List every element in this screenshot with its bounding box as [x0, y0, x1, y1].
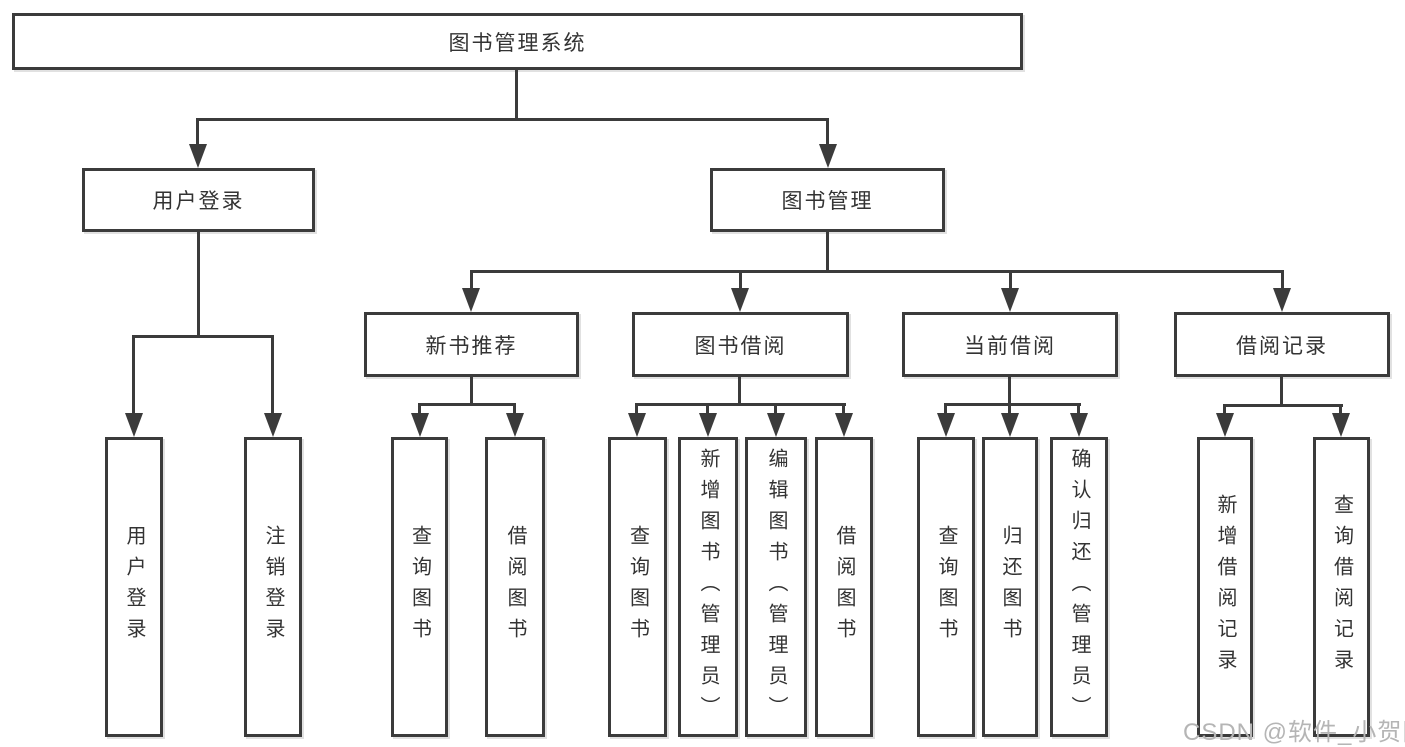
- node-leaf-query-borrow-record-label: 查询借阅记录: [1330, 494, 1353, 680]
- arrow-down-icon: [264, 413, 282, 437]
- node-leaf-add-books-admin-label: 新增图书（管理员）: [697, 447, 719, 727]
- node-leaf-add-books-admin: 新增图书（管理员）: [678, 437, 738, 737]
- node-leaf-borrow-books-2-label: 借阅图书: [833, 525, 855, 649]
- node-leaf-borrow-books-1-label: 借阅图书: [504, 525, 526, 649]
- arrow-down-icon: [731, 288, 749, 312]
- node-leaf-borrow-books-1: 借阅图书: [485, 437, 545, 737]
- connector-user-login-drop-line: [196, 118, 199, 148]
- node-user-login-label: 用户登录: [152, 190, 245, 213]
- connector-g4-stem-line: [1280, 377, 1283, 406]
- arrow-down-icon: [628, 413, 646, 437]
- connector-g3-leaf2-drop-line: [1008, 403, 1011, 415]
- node-root-label: 图书管理系统: [448, 31, 587, 55]
- node-leaf-return-books-label: 归还图书: [999, 525, 1021, 649]
- node-leaf-query-books-1-label: 查询图书: [408, 525, 431, 649]
- node-borrowing-records-label: 借阅记录: [1236, 334, 1328, 358]
- connector-g2-stem-line: [738, 377, 741, 405]
- connector-level3-bar-line: [470, 270, 1282, 273]
- arrow-down-icon: [1332, 413, 1350, 437]
- arrow-down-icon: [125, 413, 143, 437]
- connector-login-leaf1-drop-line: [132, 335, 135, 415]
- connector-level2-bar-line: [196, 118, 829, 121]
- node-leaf-borrow-books-2: 借阅图书: [815, 437, 873, 737]
- node-book-borrowing: 图书借阅: [632, 312, 849, 377]
- connector-g4-bar-line: [1224, 404, 1343, 407]
- arrow-down-icon: [1001, 413, 1019, 437]
- arrow-down-icon: [937, 413, 955, 437]
- connector-book-mgmt-stem-line: [826, 232, 829, 270]
- node-leaf-query-borrow-record: 查询借阅记录: [1313, 437, 1370, 737]
- node-leaf-edit-books-admin: 编辑图书（管理员）: [745, 437, 807, 737]
- arrow-down-icon: [189, 144, 207, 168]
- arrow-down-icon: [835, 413, 853, 437]
- node-leaf-query-books-1: 查询图书: [391, 437, 448, 737]
- node-leaf-user-login-label: 用户登录: [123, 525, 145, 649]
- arrow-down-icon: [1001, 288, 1019, 312]
- connector-g1-leaf1-drop-line: [418, 403, 421, 415]
- connector-g2-leaf3-drop-line: [774, 403, 777, 415]
- connector-user-login-stem-line: [197, 232, 200, 335]
- node-leaf-logout: 注销登录: [244, 437, 302, 737]
- connector-g2-leaf4-drop-line: [842, 403, 845, 415]
- node-leaf-edit-books-admin-label: 编辑图书（管理员）: [765, 447, 787, 727]
- csdn-watermark: CSDN @软件_小贺同学: [1183, 719, 1405, 746]
- arrow-down-icon: [767, 413, 785, 437]
- connector-g1-leaf2-drop-line: [513, 403, 516, 415]
- arrow-down-icon: [506, 413, 524, 437]
- arrow-down-icon: [462, 288, 480, 312]
- connector-new-books-drop-line: [470, 270, 473, 290]
- node-leaf-logout-label: 注销登录: [262, 525, 284, 649]
- node-book-borrowing-label: 图书借阅: [694, 334, 787, 358]
- node-leaf-confirm-return-admin: 确认归还（管理员）: [1050, 437, 1108, 737]
- connector-g4-leaf2-drop-line: [1339, 404, 1342, 415]
- node-borrowing-records: 借阅记录: [1174, 312, 1390, 377]
- node-leaf-add-borrow-record: 新增借阅记录: [1197, 437, 1253, 737]
- connector-book-mgmt-drop-line: [826, 118, 829, 148]
- arrow-down-icon: [1070, 413, 1088, 437]
- node-user-login: 用户登录: [82, 168, 315, 232]
- connector-g3-bar-line: [945, 403, 1081, 406]
- node-current-borrowing-label: 当前借阅: [964, 334, 1056, 358]
- connector-root-stem-line: [515, 70, 518, 118]
- connector-login-leaf2-drop-line: [271, 335, 274, 415]
- connector-g3-stem-line: [1008, 377, 1011, 405]
- node-leaf-confirm-return-admin-label: 确认归还（管理员）: [1068, 447, 1090, 727]
- node-book-management-label: 图书管理: [781, 190, 874, 213]
- arrow-down-icon: [819, 144, 837, 168]
- connector-g2-leaf2-drop-line: [706, 403, 709, 415]
- connector-g3-leaf1-drop-line: [944, 403, 947, 415]
- arrow-down-icon: [411, 413, 429, 437]
- node-leaf-return-books: 归还图书: [982, 437, 1038, 737]
- node-leaf-query-books-2-label: 查询图书: [626, 525, 649, 649]
- node-leaf-query-books-3-label: 查询图书: [935, 525, 957, 649]
- connector-borrow-records-drop-line: [1281, 270, 1284, 290]
- node-leaf-add-borrow-record-label: 新增借阅记录: [1214, 494, 1236, 680]
- connector-g1-bar-line: [419, 403, 516, 406]
- connector-user-login-bar-line: [133, 335, 273, 338]
- connector-g1-stem-line: [470, 377, 473, 405]
- arrow-down-icon: [1216, 413, 1234, 437]
- arrow-down-icon: [1273, 288, 1291, 312]
- connector-current-borrow-drop-line: [1009, 270, 1012, 290]
- connector-g4-leaf1-drop-line: [1223, 404, 1226, 415]
- node-new-book-recommend-label: 新书推荐: [425, 334, 518, 358]
- node-new-book-recommend: 新书推荐: [364, 312, 579, 377]
- node-current-borrowing: 当前借阅: [902, 312, 1118, 377]
- connector-g2-bar-line: [636, 403, 846, 406]
- connector-g2-leaf1-drop-line: [635, 403, 638, 415]
- connector-g3-leaf3-drop-line: [1077, 403, 1080, 415]
- node-leaf-query-books-2: 查询图书: [608, 437, 667, 737]
- node-book-management: 图书管理: [710, 168, 945, 232]
- node-leaf-query-books-3: 查询图书: [917, 437, 975, 737]
- connector-book-borrow-drop-line: [739, 270, 742, 290]
- arrow-down-icon: [699, 413, 717, 437]
- node-root-system: 图书管理系统: [12, 13, 1023, 70]
- node-leaf-user-login: 用户登录: [105, 437, 163, 737]
